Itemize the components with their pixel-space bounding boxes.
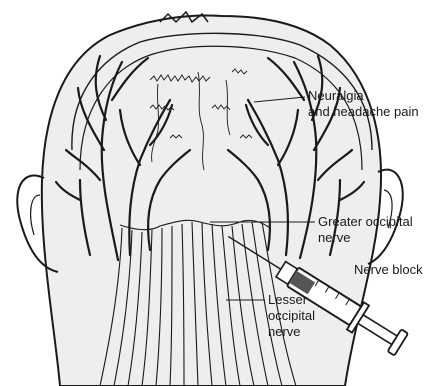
neuralgia-label-line-2: and headache pain <box>308 104 419 120</box>
nerve-block-label-line-1: Nerve block <box>354 262 423 278</box>
greater-occipital-label-line-2: nerve <box>318 230 413 246</box>
lesser-occipital-label-line-1: Lesser <box>268 292 315 308</box>
head-outline <box>42 12 381 386</box>
lesser-occipital-label-line-3: nerve <box>268 324 315 340</box>
lesser-occipital-nerve-label: Lesser occipital nerve <box>268 292 315 340</box>
nerve-block-label: Nerve block <box>354 262 423 278</box>
lesser-occipital-label-line-2: occipital <box>268 308 315 324</box>
neuralgia-label: Neuralgia and headache pain <box>308 88 419 120</box>
greater-occipital-label-line-1: Greater occipital <box>318 214 413 230</box>
neuralgia-label-line-1: Neuralgia <box>308 88 419 104</box>
greater-occipital-nerve-label: Greater occipital nerve <box>318 214 413 246</box>
